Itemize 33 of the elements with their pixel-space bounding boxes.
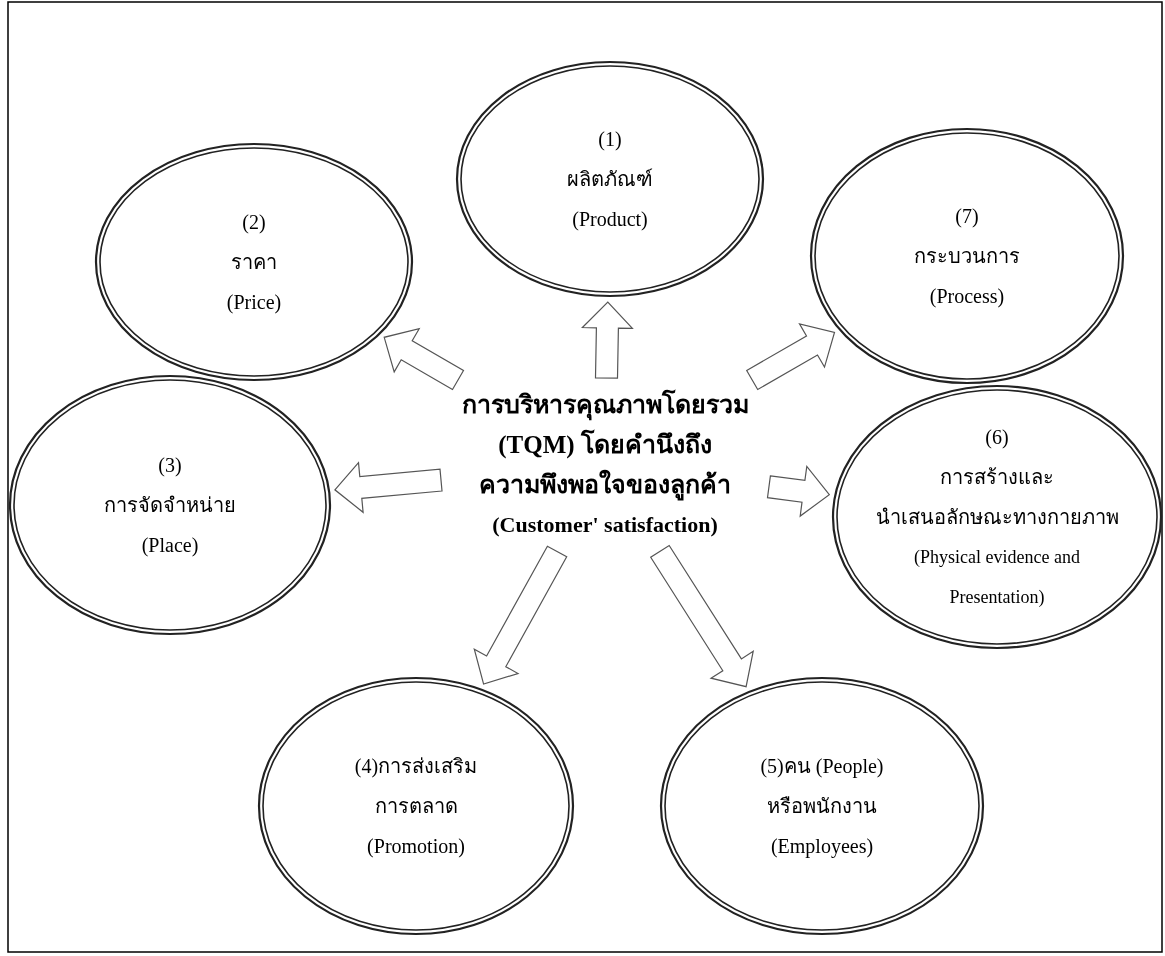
block-arrow (649, 544, 755, 688)
node-text: (1) (598, 127, 622, 152)
node-text: การสร้างและ (940, 465, 1054, 490)
node-text: การจัดจำหน่าย (104, 493, 236, 518)
node-text: (7) (955, 204, 979, 229)
title-text: การบริหารคุณภาพโดยรวม (461, 385, 749, 425)
node-text: (Process) (929, 284, 1005, 310)
block-arrow (334, 461, 443, 514)
node-text: กระบวนการ (914, 244, 1020, 269)
node-text: (Physical evidence and Presentation) (913, 546, 1081, 609)
block-arrow (383, 327, 465, 391)
node-text: (Employees) (770, 834, 874, 860)
node-text: (5)คน (People) (760, 754, 884, 780)
node-text: (3) (158, 453, 182, 478)
node-text: (2) (242, 210, 266, 235)
title-text: ความพึงพอใจของลูกค้า (479, 465, 731, 505)
title-text: (TQM) โดยคำนึงถึง (498, 428, 712, 461)
node-text: ราคา (231, 250, 277, 275)
block-arrow (473, 545, 568, 685)
block-arrow (581, 301, 634, 379)
node-text: (Product) (572, 207, 648, 232)
node-text: (Price) (226, 290, 282, 316)
node-text: นำเสนอลักษณะทางกายภาพ (875, 505, 1119, 530)
title-text: (Customer' satisfaction) (492, 511, 718, 539)
node-text: (Place) (141, 533, 199, 559)
node-text: หรือพนักงาน (767, 794, 877, 819)
node-text: ผลิตภัณฑ์ (567, 167, 653, 192)
node-text: (Promotion) (367, 834, 465, 860)
block-arrow (766, 465, 831, 518)
node-text: (6) (985, 425, 1009, 450)
block-arrow (745, 322, 836, 391)
node-text: (4)การส่งเสริม (354, 754, 478, 780)
node-text: การตลาด (374, 794, 458, 819)
